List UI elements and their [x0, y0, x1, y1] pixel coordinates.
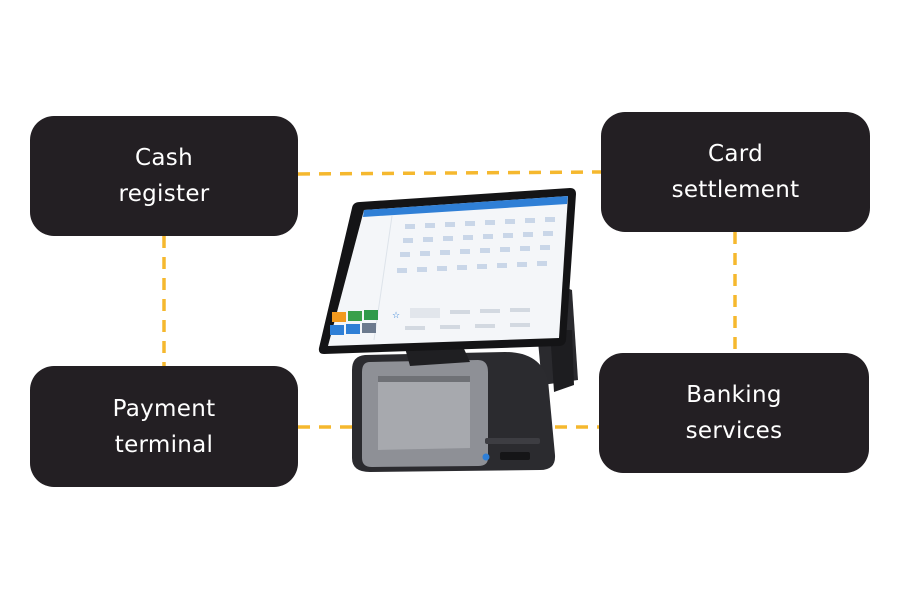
node-payment-terminal: Payment terminal	[30, 366, 298, 487]
node-cash-register-label: Cash register	[118, 145, 210, 207]
node-banking-services: Banking services	[599, 353, 869, 473]
node-banking-services-label: Banking services	[685, 382, 783, 444]
node-card-settlement: Card settlement	[601, 112, 870, 232]
node-payment-terminal-label: Payment terminal	[112, 395, 216, 458]
node-cash-register: Cash register	[30, 116, 298, 236]
pos-terminal-icon: ☆	[318, 188, 578, 472]
node-card-settlement-label: Card settlement	[671, 141, 800, 203]
svg-text:☆: ☆	[392, 311, 400, 321]
connector-cash-to-card	[297, 170, 602, 176]
